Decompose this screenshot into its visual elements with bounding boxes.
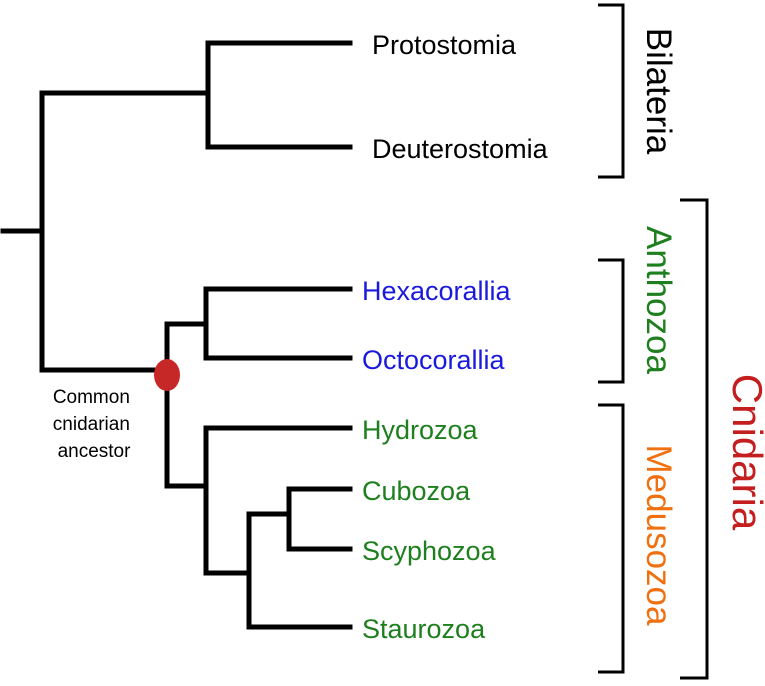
bracket-anthozoa: [598, 258, 625, 384]
bracket-cnidaria: [680, 198, 709, 680]
clade-label-cnidaria: Cnidaria: [724, 374, 765, 531]
leaf-octocorallia: Octocorallia: [362, 345, 506, 375]
ancestor-label-line-1: Common: [53, 387, 130, 408]
leaf-scyphozoa: Scyphozoa: [362, 536, 497, 566]
clade-labels: Bilateria Anthozoa Medusozoa Cnidaria: [639, 28, 765, 626]
ancestor-label-line-3: ancestor: [58, 441, 132, 462]
leaf-hydrozoa: Hydrozoa: [362, 415, 479, 445]
clade-label-medusozoa: Medusozoa: [639, 445, 678, 626]
leaf-labels: Protostomia Deuterostomia Hexacorallia O…: [362, 30, 549, 644]
leaf-deuterostomia: Deuterostomia: [372, 134, 549, 164]
clade-brackets: [598, 3, 709, 680]
tree-branches: [0, 40, 353, 630]
bracket-bilateria: [598, 3, 625, 179]
ancestor-node: [154, 359, 180, 391]
bracket-medusozoa: [598, 403, 625, 674]
clade-label-bilateria: Bilateria: [639, 28, 678, 155]
leaf-protostomia: Protostomia: [372, 30, 517, 60]
ancestor-label-line-2: cnidarian: [53, 414, 130, 435]
leaf-cubozoa: Cubozoa: [362, 476, 471, 506]
clade-label-anthozoa: Anthozoa: [639, 226, 678, 374]
ancestor-label: Common cnidarian ancestor: [53, 387, 135, 462]
leaf-staurozoa: Staurozoa: [362, 614, 486, 644]
leaf-hexacorallia: Hexacorallia: [362, 276, 512, 306]
